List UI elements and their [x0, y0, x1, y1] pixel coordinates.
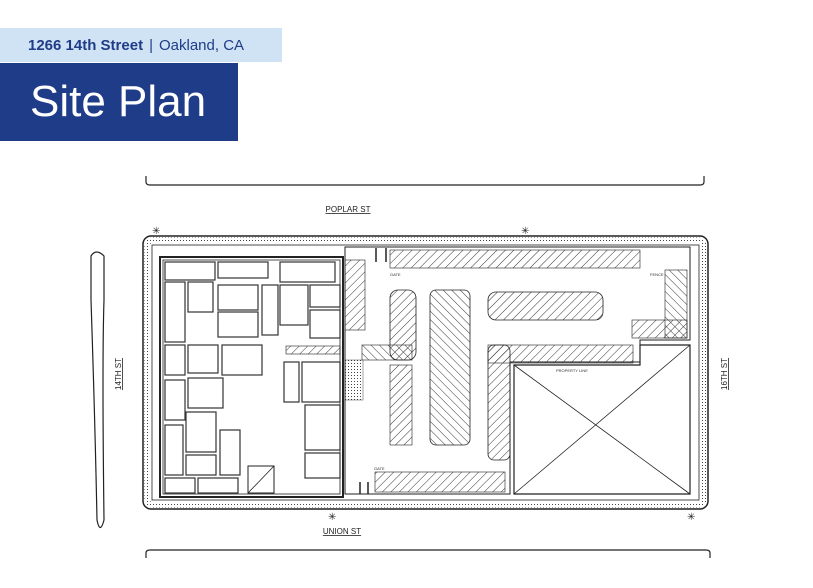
page-title: Site Plan: [30, 77, 207, 126]
gate-markers: [359, 248, 387, 494]
poplar-street-curb: [145, 176, 705, 186]
building-footprint: [159, 256, 344, 498]
fence-label: FENCE: [650, 272, 664, 277]
site-boundary: [142, 235, 709, 510]
street-address: 1266 14th Street: [28, 36, 144, 54]
west-street-label: 14TH ST: [114, 358, 123, 390]
median-island: [90, 251, 105, 529]
south-street-label: UNION ST: [323, 527, 361, 536]
survey-markers: ✳ ✳ ✳ ✳: [152, 226, 695, 523]
address-banner: 1266 14th Street | Oakland, CA: [0, 28, 282, 62]
address-separator: |: [149, 36, 153, 54]
parking-lot: [344, 246, 691, 495]
existing-structure: [513, 344, 691, 495]
union-street-curb: [145, 549, 711, 558]
svg-text:✳: ✳: [521, 226, 529, 237]
gate-label-north: GATE: [390, 272, 401, 277]
city-name: Oakland, CA: [158, 36, 245, 54]
svg-text:✳: ✳: [687, 512, 695, 523]
east-street-label: 16TH ST: [720, 358, 729, 390]
north-street-label: POPLAR ST: [326, 205, 371, 214]
property-line-label: PROPERTY LINE: [556, 368, 588, 373]
sidewalk-band: [144, 237, 707, 508]
gate-label-south: GATE: [374, 466, 385, 471]
svg-text:✳: ✳: [328, 512, 336, 523]
svg-text:✳: ✳: [152, 226, 160, 237]
page-title-block: Site Plan: [0, 63, 238, 141]
